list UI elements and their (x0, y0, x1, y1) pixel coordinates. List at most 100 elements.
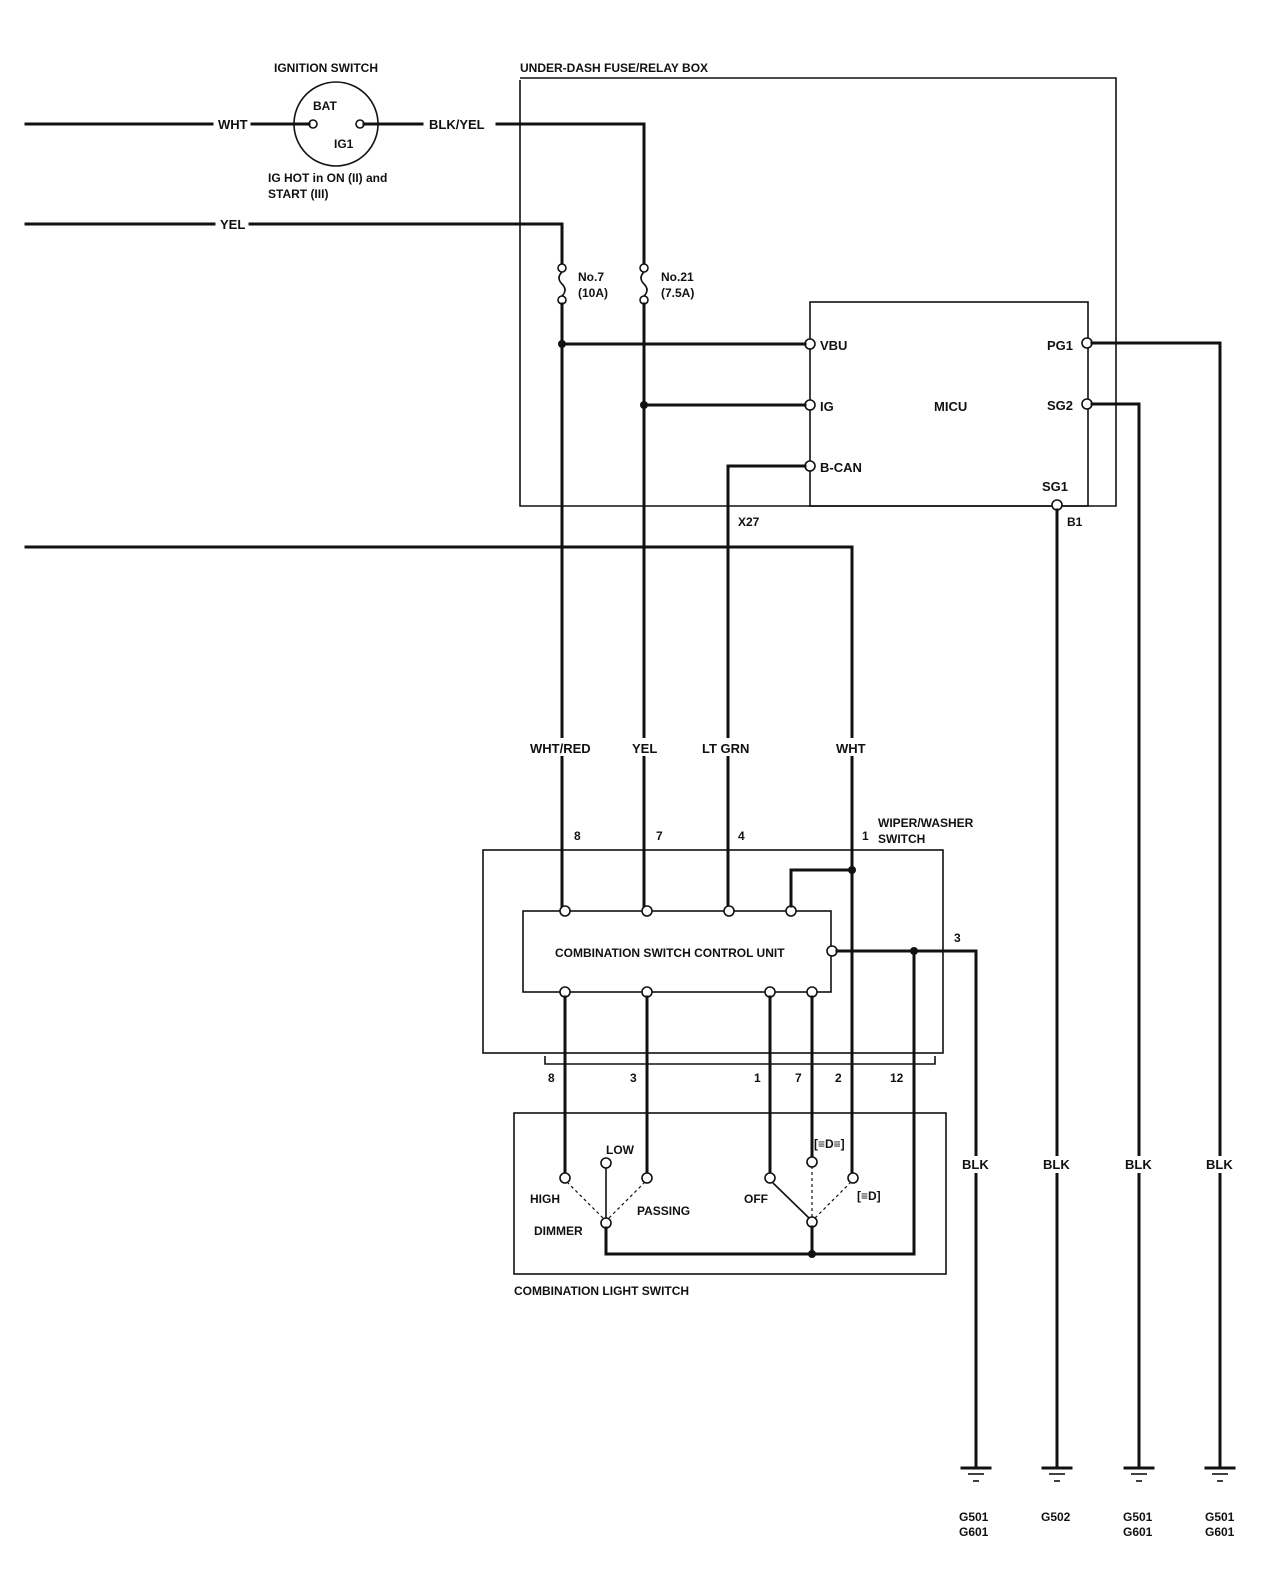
wire-fuse21-to-ig (642, 302, 807, 407)
fuse-7-rating: (10A) (578, 286, 608, 300)
fuse-21-top-terminal (639, 263, 649, 273)
micu-pin-bcan: B-CAN (820, 460, 862, 475)
light-pin-1: 1 (754, 1071, 761, 1085)
wire-lt-grn-bcan (726, 464, 807, 915)
wire-wht-red-label: WHT/RED (530, 741, 591, 756)
wiper-pin-8: 8 (574, 829, 581, 843)
fuse-box-title: UNDER-DASH FUSE/RELAY BOX (520, 61, 708, 75)
dimmer-low-terminal (600, 1157, 612, 1169)
wire-blk-label-4: BLK (1206, 1157, 1233, 1172)
fuse-7-name: No.7 (578, 270, 604, 284)
ignition-switch: IGNITION SWITCH BAT IG1 IG HOT in ON (II… (268, 61, 387, 201)
wire-lt-grn-label: LT GRN (702, 741, 749, 756)
wiper-switch-title-line1: WIPER/WASHER (878, 816, 974, 830)
dimmer-low-label: LOW (606, 1143, 635, 1157)
headlight-pos1-label: [≡D≡] (814, 1137, 845, 1151)
label-bg-lt-grn (700, 738, 752, 756)
cu-top-terminal-2 (641, 905, 653, 917)
ground-2-label-a: G502 (1041, 1510, 1071, 1524)
ground-symbol-2: G502 (1041, 1466, 1073, 1524)
wiper-switch-title-line2: SWITCH (878, 832, 925, 846)
headlight-dash-on (814, 1182, 851, 1219)
wire-yel-left-label: YEL (220, 217, 245, 232)
fuse-7-icon (558, 271, 566, 297)
light-pin-8: 8 (548, 1071, 555, 1085)
wiper-pin-1: 1 (862, 829, 869, 843)
light-pin-12: 12 (890, 1071, 904, 1085)
light-switch-title: COMBINATION LIGHT SWITCH (514, 1284, 689, 1298)
wire-blk-label-1: BLK (962, 1157, 989, 1172)
label-bg-yel (630, 738, 660, 756)
fuse-21-rating: (7.5A) (661, 286, 694, 300)
dimmer-passing-label: PASSING (637, 1204, 690, 1218)
headlight-park-terminal (806, 1156, 818, 1168)
combination-light-switch: COMBINATION LIGHT SWITCH 8 3 1 7 2 12 HI… (513, 1071, 947, 1298)
micu-pin-pg1: PG1 (1047, 338, 1073, 353)
label-bg-blk-4 (1204, 1156, 1236, 1173)
fuse-21-icon (640, 271, 648, 297)
wire-wht-label: WHT (836, 741, 866, 756)
headlight-off-label: OFF (744, 1192, 768, 1206)
wiper-pin-4: 4 (738, 829, 745, 843)
label-bg-blk-2 (1041, 1156, 1073, 1173)
wire-blk-label-3: BLK (1125, 1157, 1152, 1172)
dimmer-dash-passing (608, 1182, 645, 1219)
wire-yel-label: YEL (632, 741, 657, 756)
micu-title: MICU (934, 399, 967, 414)
label-bg-wht-red (526, 738, 596, 756)
wire-wht-long (24, 545, 854, 872)
ground-symbol-4: G501 G601 (1204, 1466, 1236, 1539)
wire-blk-ground-1 (835, 949, 978, 1467)
ground-1-label-b: G601 (959, 1525, 989, 1539)
wire-fuse7-to-vbu (560, 302, 807, 346)
fuse-box-outline (519, 77, 1117, 507)
ground-4-label-b: G601 (1205, 1525, 1235, 1539)
headlight-on-terminal (847, 1172, 859, 1184)
light-switch-return-bus (604, 1226, 916, 1256)
ground-4-label-a: G501 (1205, 1510, 1235, 1524)
under-dash-fuse-relay-box: UNDER-DASH FUSE/RELAY BOX No.7 (10A) No.… (519, 61, 1117, 529)
headlight-pos2-label: [≡D] (857, 1189, 881, 1203)
fuse-21-name: No.21 (661, 270, 694, 284)
wire-blk-ground-3 (1090, 402, 1141, 1467)
micu-unit: MICU VBU IG B-CAN PG1 SG2 SG1 B1 (804, 301, 1093, 529)
wire-blk-yel (495, 122, 646, 266)
cu-top-terminal-3 (723, 905, 735, 917)
light-switch-outline (513, 1112, 947, 1275)
micu-pin-b1: B1 (1067, 515, 1083, 529)
ignition-terminal-bat: BAT (313, 99, 337, 113)
ground-3-label-b: G601 (1123, 1525, 1153, 1539)
connector-x27: X27 (738, 515, 760, 529)
dimmer-passing-terminal (641, 1172, 653, 1184)
wire-yel-left-b (248, 222, 564, 266)
headlight-off-terminal (764, 1172, 776, 1184)
wire-wht-to-cu (789, 868, 854, 908)
label-bg-wht (834, 738, 868, 756)
micu-pin-vbu: VBU (820, 338, 847, 353)
control-unit-title: COMBINATION SWITCH CONTROL UNIT (555, 946, 785, 960)
micu-pin-ig: IG (820, 399, 834, 414)
wire-blk-ground-4 (1090, 341, 1222, 1467)
light-pin-2: 2 (835, 1071, 842, 1085)
fuse-7-top-terminal (557, 263, 567, 273)
wiper-pin-7: 7 (656, 829, 663, 843)
wiper-washer-switch: WIPER/WASHER SWITCH 8 7 4 1 3 COMBINATIO… (482, 816, 974, 1054)
ignition-note-line2: START (III) (268, 187, 328, 201)
connector-bracket (544, 1056, 936, 1065)
micu-pin-sg1: SG1 (1042, 479, 1068, 494)
ground-1-label-a: G501 (959, 1510, 989, 1524)
cu-top-terminal-1 (559, 905, 571, 917)
light-pin-7: 7 (795, 1071, 802, 1085)
wire-blk-label-2: BLK (1043, 1157, 1070, 1172)
ground-symbol-3: G501 G601 (1123, 1466, 1155, 1539)
wire-wht-left-label: WHT (218, 117, 248, 132)
label-bg-blk-1 (960, 1156, 992, 1173)
headlight-arm (772, 1182, 810, 1219)
ignition-terminal-ig1: IG1 (334, 137, 354, 151)
dimmer-high-terminal (559, 1172, 571, 1184)
light-pin-3: 3 (630, 1071, 637, 1085)
label-bg-blk-3 (1123, 1156, 1155, 1173)
dimmer-label: DIMMER (534, 1224, 583, 1238)
